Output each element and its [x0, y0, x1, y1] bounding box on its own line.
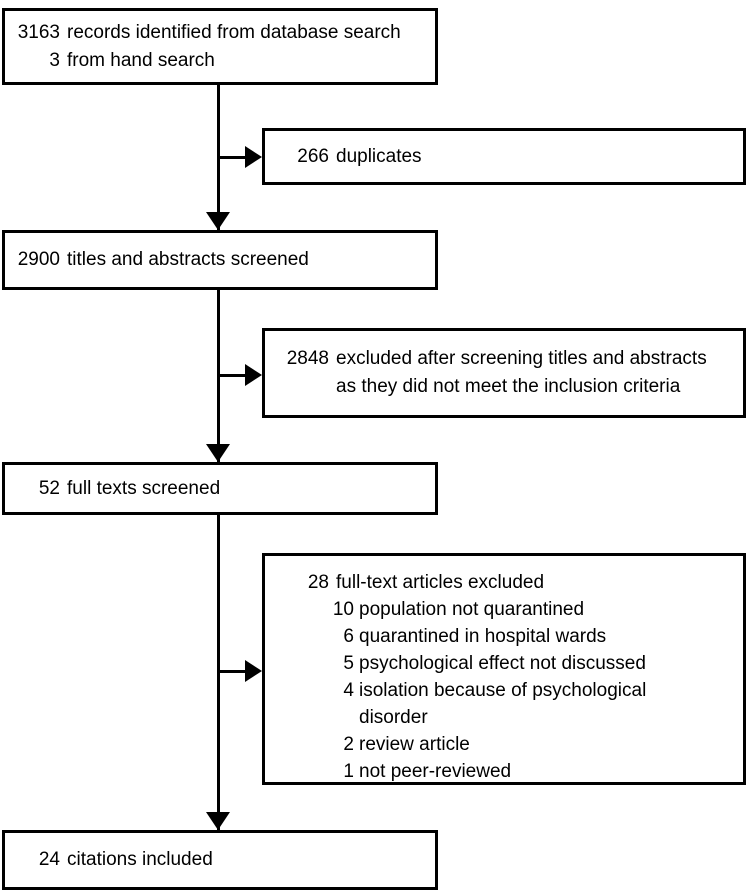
arrowhead-right-excluded-fulltext-icon [245, 660, 262, 682]
count-duplicates: 266 [297, 145, 329, 167]
arrowhead-down-included-icon [206, 812, 230, 830]
label-screened: titles and abstracts screened [67, 249, 309, 270]
count-reason-1: 10 [332, 599, 354, 620]
arrowhead-right-duplicates-icon [245, 146, 262, 168]
hand-search-line: 3 from hand search [15, 47, 435, 75]
branch-line-duplicates [217, 156, 247, 159]
branch-line-excluded-fulltext [217, 670, 247, 673]
reason-hospital-wards: 6 quarantined in hospital wards [284, 623, 743, 650]
reason-effect-not-discussed: 5 psychological effect not discussed [284, 650, 743, 677]
box-duplicates: 266 duplicates [262, 128, 746, 185]
reason-review-article: 2 review article [284, 731, 743, 758]
count-hand-search: 3 [49, 49, 60, 71]
count-reason-5: 2 [343, 734, 354, 755]
box-excluded-fulltext: 28 full-text articles excluded 10 popula… [262, 553, 746, 785]
box-excluded-after-screening: 2848 excluded after screening titles and… [262, 328, 746, 418]
reason-isolation-line-1: 4 isolation because of psychological [284, 677, 743, 704]
count-reason-6: 1 [343, 761, 354, 782]
excluded-screening-line-2: as they did not meet the inclusion crite… [284, 373, 743, 401]
count-identified: 3163 [17, 21, 60, 43]
label-reason-2: quarantined in hospital wards [359, 626, 607, 647]
label-reason-1: population not quarantined [359, 599, 585, 620]
count-excluded-screening: 2848 [286, 348, 329, 369]
label-reason-6: not peer-reviewed [359, 761, 512, 782]
label-excluded-fulltext: full-text articles excluded [336, 572, 545, 593]
fulltext-line: 52 full texts screened [15, 475, 435, 503]
count-reason-3: 5 [343, 653, 354, 674]
count-fulltext: 52 [38, 477, 60, 499]
label-reason-4-cont: disorder [359, 707, 428, 728]
box-citations-included: 24 citations included [2, 830, 438, 890]
reason-isolation-line-2: disorder [284, 704, 743, 731]
label-duplicates: duplicates [336, 145, 422, 167]
count-excluded-fulltext: 28 [307, 572, 329, 593]
box-fulltexts-screened: 52 full texts screened [2, 462, 438, 515]
included-line: 24 citations included [15, 846, 435, 874]
label-reason-5: review article [359, 734, 470, 755]
screened-line: 2900 titles and abstracts screened [15, 246, 435, 274]
label-excluded-screening-cont: as they did not meet the inclusion crite… [336, 376, 681, 397]
label-reason-4: isolation because of psychological [359, 680, 647, 701]
label-included: citations included [67, 849, 213, 870]
label-identified: records identified from database search [67, 21, 401, 43]
count-reason-2: 6 [343, 626, 354, 647]
branch-line-excluded-screening [217, 374, 247, 377]
label-reason-3: psychological effect not discussed [359, 653, 646, 674]
label-excluded-screening: excluded after screening titles and abst… [336, 348, 707, 369]
reason-not-peer-reviewed: 1 not peer-reviewed [284, 758, 743, 785]
excluded-screening-line-1: 2848 excluded after screening titles and… [284, 345, 743, 373]
box-records-identified: 3163 records identified from database se… [2, 8, 438, 85]
duplicates-line: 266 duplicates [284, 143, 743, 171]
label-hand-search: from hand search [67, 49, 215, 71]
label-fulltext: full texts screened [67, 477, 221, 499]
count-included: 24 [38, 849, 60, 870]
reason-not-quarantined: 10 population not quarantined [284, 596, 743, 623]
arrowhead-down-fulltext-icon [206, 444, 230, 462]
excluded-fulltext-header: 28 full-text articles excluded [284, 569, 743, 596]
arrowhead-right-excluded-screening-icon [245, 364, 262, 386]
arrowhead-down-screened-icon [206, 212, 230, 230]
box-titles-abstracts-screened: 2900 titles and abstracts screened [2, 230, 438, 290]
records-identified-line: 3163 records identified from database se… [15, 19, 435, 47]
count-reason-4: 4 [343, 680, 354, 701]
count-screened: 2900 [17, 249, 60, 270]
